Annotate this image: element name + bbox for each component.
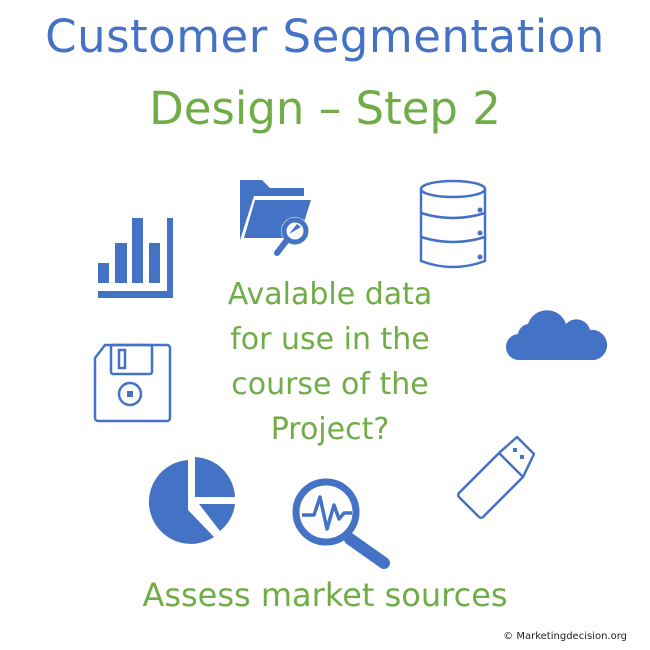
usb-drive-icon — [457, 435, 536, 519]
floppy-disk-icon — [93, 343, 172, 423]
footer-text: Assess market sources — [142, 576, 508, 614]
pie-chart-icon — [148, 457, 235, 544]
question-line: Avalable data — [227, 277, 433, 312]
title-line-2: Design – Step 2 — [149, 82, 501, 135]
question-line: Project? — [270, 412, 390, 447]
question-line: for use in the — [230, 322, 430, 357]
bar-chart-icon — [98, 218, 173, 298]
title-line-1: Customer Segmentation — [45, 10, 605, 63]
cloud-icon — [505, 310, 608, 361]
center-question: Avalable data for use in the course of t… — [180, 272, 480, 452]
copyright: © Marketingdecision.org — [503, 631, 627, 642]
question-line: course of the — [231, 367, 429, 402]
folder-search-icon — [240, 180, 311, 256]
database-icon — [419, 179, 487, 269]
magnifier-pulse-icon — [292, 478, 390, 569]
